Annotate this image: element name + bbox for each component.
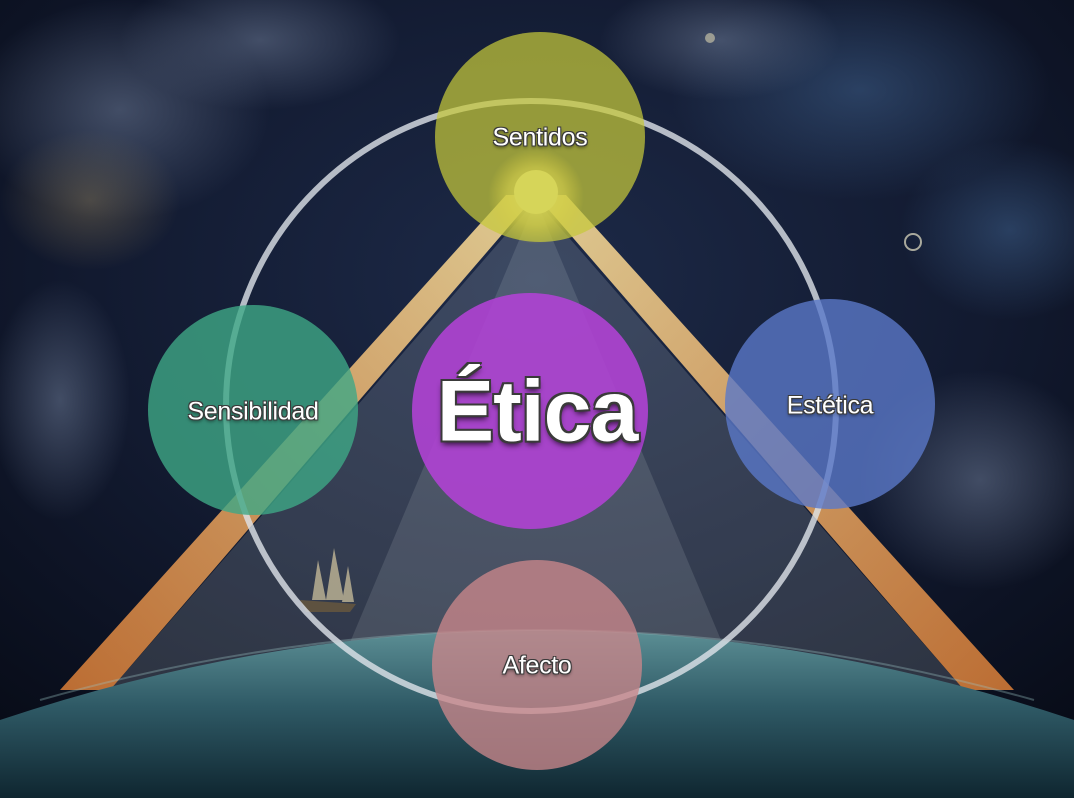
node-etica-center: [412, 293, 648, 529]
node-afecto: [432, 560, 642, 770]
node-sensibilidad: [148, 305, 358, 515]
node-estetica: [725, 299, 935, 509]
node-sentidos: [435, 32, 645, 242]
